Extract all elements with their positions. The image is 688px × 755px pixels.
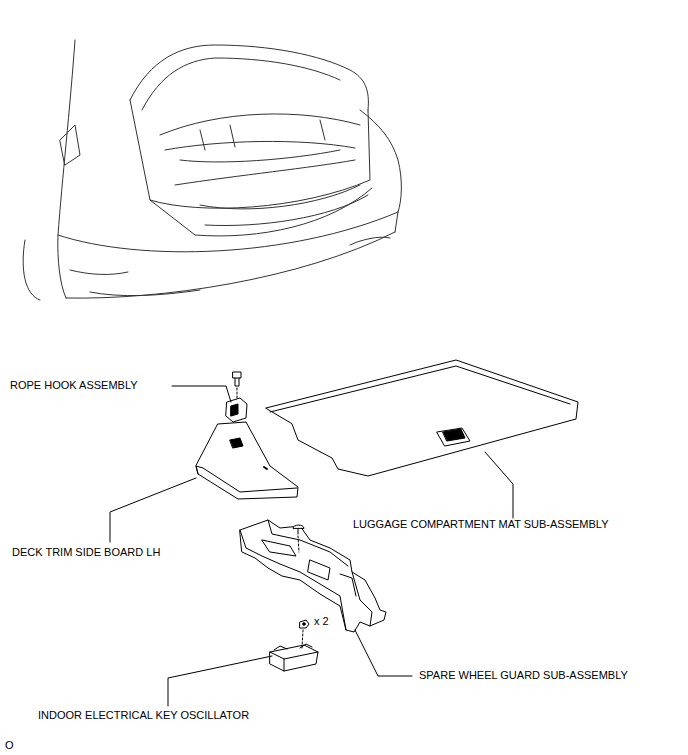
spare-wheel-guard-part	[240, 520, 386, 632]
screw-symbol	[293, 525, 304, 552]
deck-trim-board-part	[196, 422, 298, 499]
part-name: DECK TRIM SIDE BOARD LH	[12, 546, 160, 559]
luggage-mat-part	[266, 360, 578, 476]
part-name: INDOOR ELECTRICAL KEY OSCILLATOR	[38, 709, 249, 722]
leader-line	[110, 386, 513, 706]
part-name: LUGGAGE COMPARTMENT MAT SUB-ASSEMBLY	[353, 518, 609, 531]
car-illustration	[23, 40, 401, 300]
part-name: SPARE WHEEL GUARD SUB-ASSEMBLY	[419, 669, 628, 682]
quantity-note: x 2	[314, 615, 329, 628]
figure-code: O	[5, 739, 14, 752]
key-oscillator-part	[270, 620, 318, 671]
part-name: ROPE HOOK ASSEMBLY	[10, 379, 138, 392]
